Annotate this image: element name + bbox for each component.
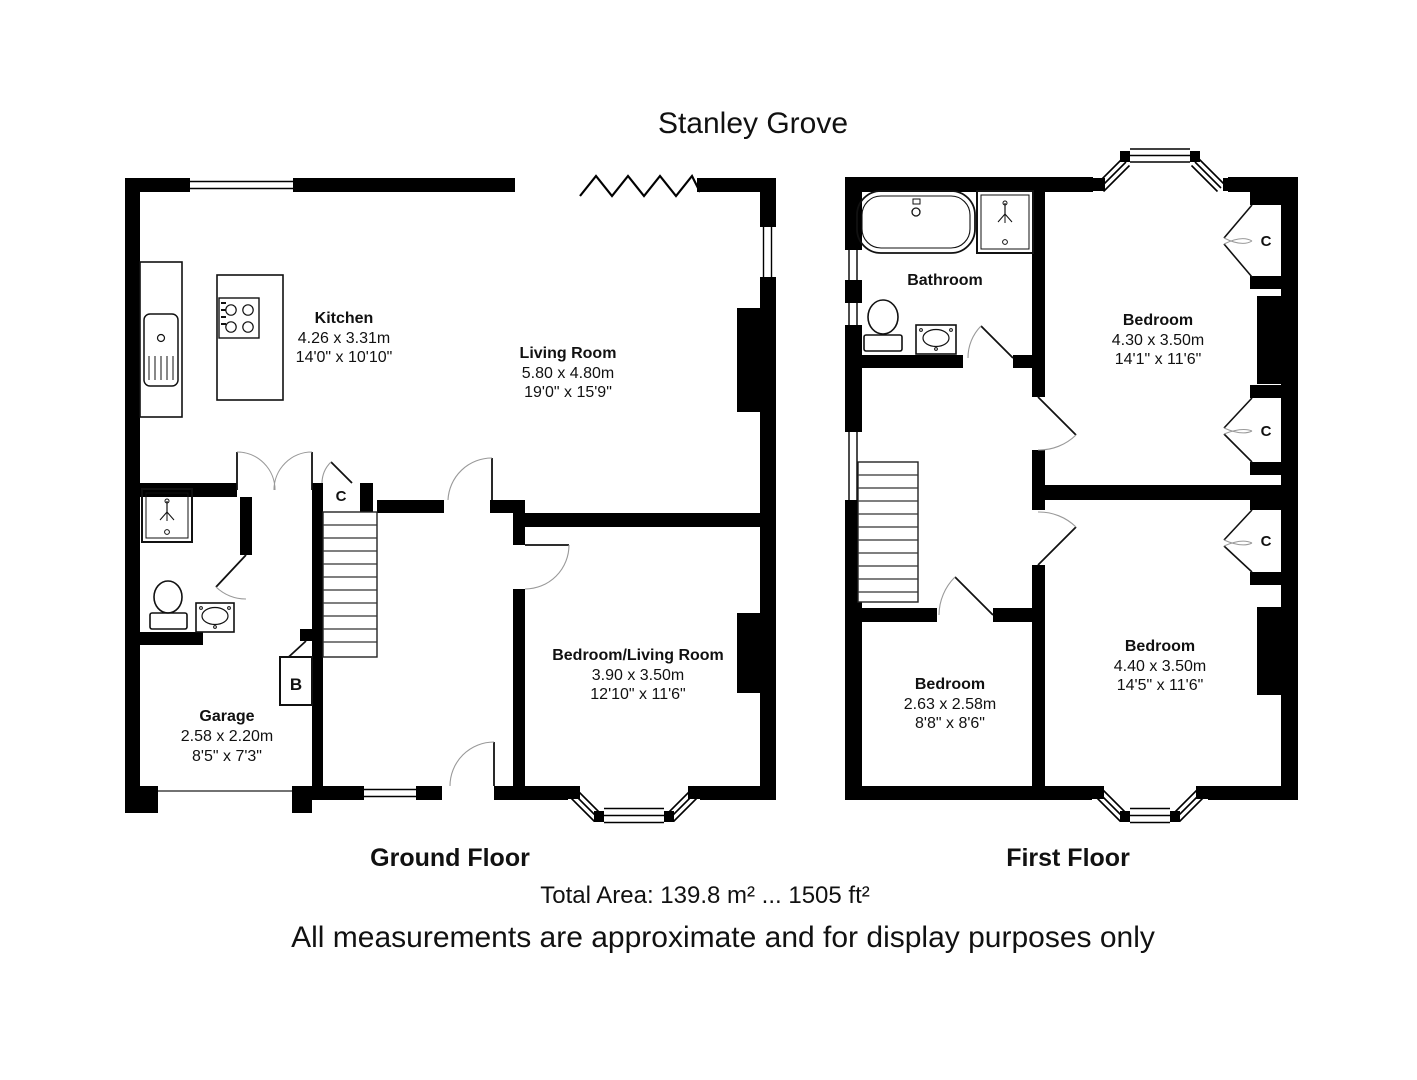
bay-window-first-top <box>1093 148 1235 193</box>
bedroom-rear-door <box>1037 511 1077 566</box>
total-area-text: Total Area: 139.8 m² ... 1505 ft² <box>540 882 870 909</box>
window-right <box>760 227 776 277</box>
first-floor-room-labels: Bathroom Bedroom 4.30 x 3.50m 14'1" x 11… <box>904 272 1207 732</box>
bedroom-rear-label: Bedroom <box>1125 638 1195 655</box>
ground-floor-plan: B C Kitchen 4.26 x 3.31m 14'0" x 10'10" … <box>125 173 776 824</box>
bedroom-front-door <box>1037 396 1077 451</box>
stairs-ground <box>322 511 378 658</box>
bedroom-living-room-imperial: 12'10" x 11'6" <box>590 686 685 703</box>
cupboard3-label: C <box>1261 533 1272 550</box>
kitchen-fixtures <box>139 261 284 418</box>
cupboard1-label: C <box>1261 233 1272 250</box>
disclaimer-text: All measurements are approximate and for… <box>291 921 1155 954</box>
toilet-icon-ground <box>149 580 188 630</box>
first-floor-label: First Floor <box>1006 844 1130 872</box>
wall-break-zigzag <box>579 173 701 198</box>
bedroom-front-metric: 4.30 x 3.50m <box>1112 332 1205 349</box>
living-room-metric: 5.80 x 4.80m <box>522 365 615 382</box>
window-top <box>190 178 293 192</box>
kitchen-sink-icon <box>143 313 179 387</box>
bedroom-living-room-door <box>524 544 570 590</box>
bathroom-door <box>967 325 1014 359</box>
bay-window-ground <box>565 785 703 824</box>
kitchen-counter <box>139 261 183 418</box>
toilet-icon-first <box>863 299 903 352</box>
shower-room-door <box>215 554 247 600</box>
first-floor-doors <box>938 204 1253 616</box>
ground-floor-windows <box>190 178 776 800</box>
bathroom-window-2 <box>845 303 862 325</box>
bedroom-front-label: Bedroom <box>1123 312 1193 329</box>
ground-floor-room-labels: Kitchen 4.26 x 3.31m 14'0" x 10'10" Livi… <box>181 310 724 765</box>
bedroom-living-room-label: Bedroom/Living Room <box>552 647 724 664</box>
front-door <box>449 741 495 787</box>
page-title: Stanley Grove <box>658 107 848 140</box>
sink-icon-ground <box>195 602 235 633</box>
cupboard2-label: C <box>1261 423 1272 440</box>
kitchen-label: Kitchen <box>315 310 374 327</box>
living-room-imperial: 19'0" x 15'9" <box>524 384 612 401</box>
bedroom-small-imperial: 8'8" x 8'6" <box>915 715 985 732</box>
living-room-door <box>447 457 493 501</box>
cupboard3-bifold-doors <box>1223 509 1253 573</box>
sink-icon-first <box>915 324 957 355</box>
kitchen-island <box>216 274 284 401</box>
garage-label: Garage <box>199 708 254 725</box>
stairs-first <box>857 461 919 603</box>
garage-imperial: 8'5" x 7'3" <box>192 748 262 765</box>
bedroom-front-imperial: 14'1" x 11'6" <box>1115 351 1202 368</box>
bedroom-small-label: Bedroom <box>915 676 985 693</box>
first-floor-plan: C C C Bathroom Bedroom 4.30 x 3.50m 14'1… <box>845 148 1298 824</box>
shower-room-fixtures <box>141 488 235 633</box>
ground-floor-label: Ground Floor <box>370 844 530 872</box>
first-floor-walls <box>845 177 1298 800</box>
bay-window-first-bottom <box>1091 785 1209 824</box>
window-bottom <box>364 786 416 800</box>
shower-icon-ground <box>141 488 193 543</box>
cupboard2-bifold-doors <box>1223 397 1253 463</box>
cupboard1-bifold-doors <box>1223 204 1253 278</box>
kitchen-double-door <box>236 451 313 491</box>
cupboard-label-ground: C <box>336 488 347 505</box>
bedroom-living-room-metric: 3.90 x 3.50m <box>592 667 685 684</box>
boiler-label: B <box>290 675 302 694</box>
understairs-cupboard-door <box>321 461 353 484</box>
boiler-box: B <box>279 656 313 706</box>
bedroom-rear-imperial: 14'5" x 11'6" <box>1117 677 1204 694</box>
hob-icon <box>218 297 260 339</box>
bathroom-window-1 <box>845 250 862 280</box>
bath-icon <box>856 190 976 254</box>
bedroom-small-door <box>938 576 994 616</box>
bathroom-fixtures <box>856 190 1034 355</box>
bedroom-rear-metric: 4.40 x 3.50m <box>1114 658 1207 675</box>
bathroom-label: Bathroom <box>907 272 983 289</box>
kitchen-metric: 4.26 x 3.31m <box>298 330 391 347</box>
shower-icon-first <box>976 190 1034 254</box>
garage-metric: 2.58 x 2.20m <box>181 728 274 745</box>
kitchen-imperial: 14'0" x 10'10" <box>296 349 393 366</box>
first-floor-windows <box>845 250 862 500</box>
living-room-label: Living Room <box>520 345 617 362</box>
bedroom-small-metric: 2.63 x 2.58m <box>904 696 997 713</box>
